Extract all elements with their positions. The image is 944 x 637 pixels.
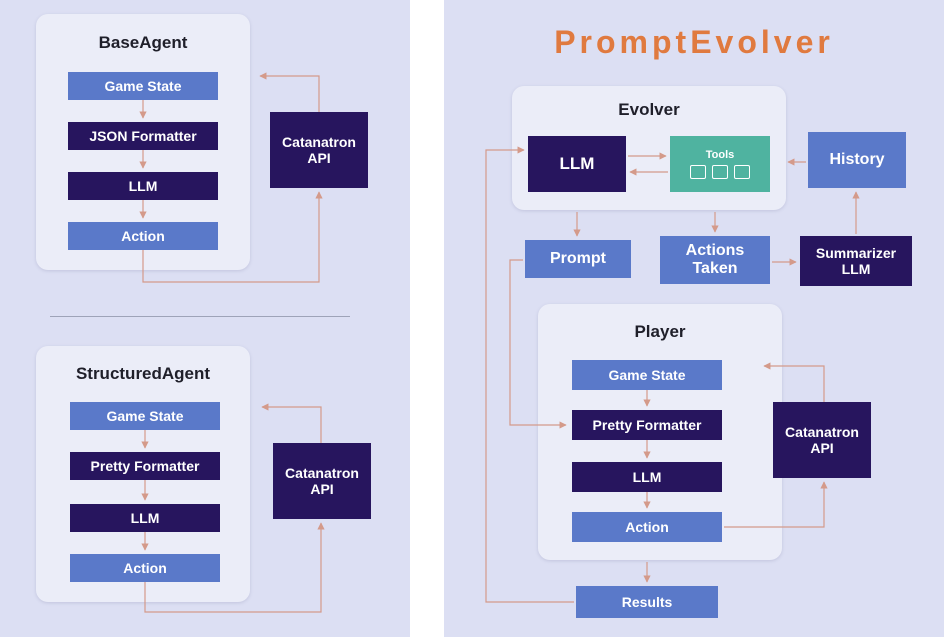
base-step-json-formatter: JSON Formatter bbox=[68, 122, 218, 150]
actions-taken-box: Actions Taken bbox=[660, 236, 770, 284]
structured-catanatron-api: Catanatron API bbox=[273, 443, 371, 519]
search-doc-icon bbox=[734, 165, 750, 180]
base-step-game-state: Game State bbox=[68, 72, 218, 100]
base-step-action: Action bbox=[68, 222, 218, 250]
player-catanatron-api: Catanatron API bbox=[773, 402, 871, 478]
base-agent-title: BaseAgent bbox=[98, 33, 188, 52]
player-step-llm: LLM bbox=[572, 462, 722, 492]
structured-step-pretty-formatter: Pretty Formatter bbox=[70, 452, 220, 480]
tools-label: Tools bbox=[705, 148, 735, 161]
summarizer-llm-box: Summarizer LLM bbox=[800, 236, 912, 286]
structured-step-game-state: Game State bbox=[70, 402, 220, 430]
document-icon bbox=[712, 165, 728, 180]
evolver-title: Evolver bbox=[618, 100, 680, 119]
evolver-llm: LLM bbox=[528, 136, 626, 192]
prompt-evolver-title: PromptEvolver bbox=[554, 24, 834, 60]
player-step-pretty-formatter: Pretty Formatter bbox=[572, 410, 722, 440]
base-step-llm: LLM bbox=[68, 172, 218, 200]
results-box: Results bbox=[576, 586, 718, 618]
history-box: History bbox=[808, 132, 906, 188]
evolver-tools: Tools bbox=[670, 136, 770, 192]
base-catanatron-api: Catanatron API bbox=[270, 112, 368, 188]
structured-agent-title: StructuredAgent bbox=[75, 364, 211, 383]
prompt-box: Prompt bbox=[525, 240, 631, 278]
divider bbox=[50, 316, 350, 317]
monitor-icon bbox=[690, 165, 706, 180]
player-step-game-state: Game State bbox=[572, 360, 722, 390]
structured-step-llm: LLM bbox=[70, 504, 220, 532]
structured-step-action: Action bbox=[70, 554, 220, 582]
player-title: Player bbox=[634, 322, 686, 341]
player-step-action: Action bbox=[572, 512, 722, 542]
